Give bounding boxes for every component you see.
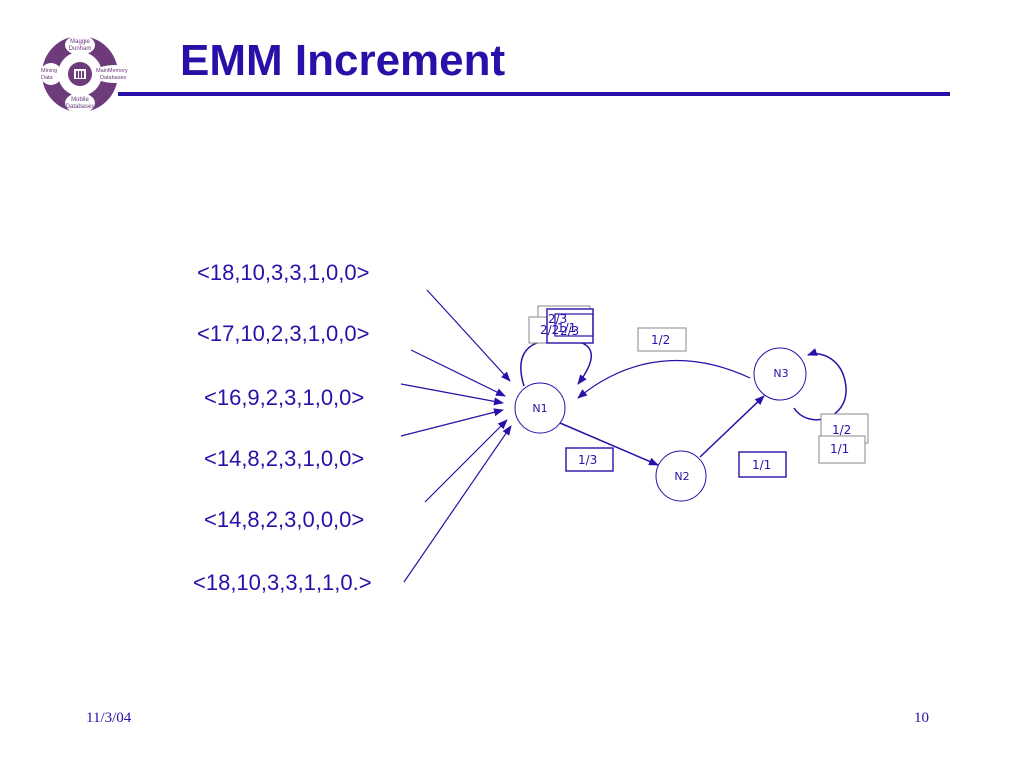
node-label: N2 [674, 470, 689, 483]
edge-label: 1/2 [832, 423, 851, 437]
edge-label: 2/3 [560, 324, 579, 338]
input-arrow [410, 349, 506, 397]
logo: Maggie Dunham Mining Data MainMemory Dat… [40, 35, 140, 113]
input-arrow [403, 425, 512, 583]
edge-label: 1/1 [752, 458, 771, 472]
edge-label: 1/1 [557, 321, 576, 335]
vector-item: <18,10,3,3,1,1,0.> [193, 570, 372, 595]
logo-text-bottom-2: Databases [66, 104, 95, 110]
logo-text-left-1: Mining [41, 68, 57, 74]
edge-label: 2/3 [548, 312, 567, 326]
node-n2 [655, 450, 707, 502]
vector-item: <14,8,2,3,0,0,0> [204, 507, 365, 532]
input-arrow [400, 383, 504, 406]
vector-item: <14,8,2,3,1,0,0> [204, 446, 365, 471]
logo-text-right-1: MainMemory [96, 68, 128, 74]
vector-item: <17,10,2,3,1,0,0> [197, 321, 370, 346]
edge-label: 1/3 [578, 453, 597, 467]
slide-title: EMM Increment [180, 36, 506, 85]
n3-self-loop [793, 348, 847, 421]
input-arrow [400, 408, 504, 437]
vector-item: <16,9,2,3,1,0,0> [204, 385, 365, 410]
logo-text-left-2: Data [41, 75, 54, 81]
title-underline [118, 92, 950, 96]
logo-text-top-2: Dunham [69, 46, 92, 52]
node-label: N3 [773, 367, 788, 380]
input-arrow [426, 289, 511, 382]
logo-text-top-1: Maggie [70, 39, 90, 45]
edge-label: 1/1 [830, 442, 849, 456]
edge-label: 2/2 [540, 323, 559, 337]
node-n3 [753, 347, 807, 401]
edge-n3-n1 [577, 359, 751, 399]
input-arrow [424, 419, 508, 503]
slide-date: 11/3/04 [86, 710, 132, 726]
n3-self-label-stack: 1/2 1/1 [818, 413, 869, 464]
node-label: N1 [532, 402, 547, 415]
edge-label: 1/2 [651, 333, 670, 347]
slide-page-number: 10 [914, 710, 929, 726]
n1-self-loop [520, 339, 593, 387]
n1-self-label-stack: 2/3 2/2 1/1 2/3 [528, 305, 594, 344]
edge-n2-n3 [699, 395, 765, 458]
logo-emblem-icon [40, 35, 140, 113]
logo-text-bottom-1: Mobile [71, 97, 89, 103]
logo-text-right-2: Databases [100, 75, 127, 81]
node-n1 [514, 382, 566, 434]
vector-item: <18,10,3,3,1,0,0> [197, 260, 370, 285]
edge-n1-n2 [559, 422, 659, 466]
